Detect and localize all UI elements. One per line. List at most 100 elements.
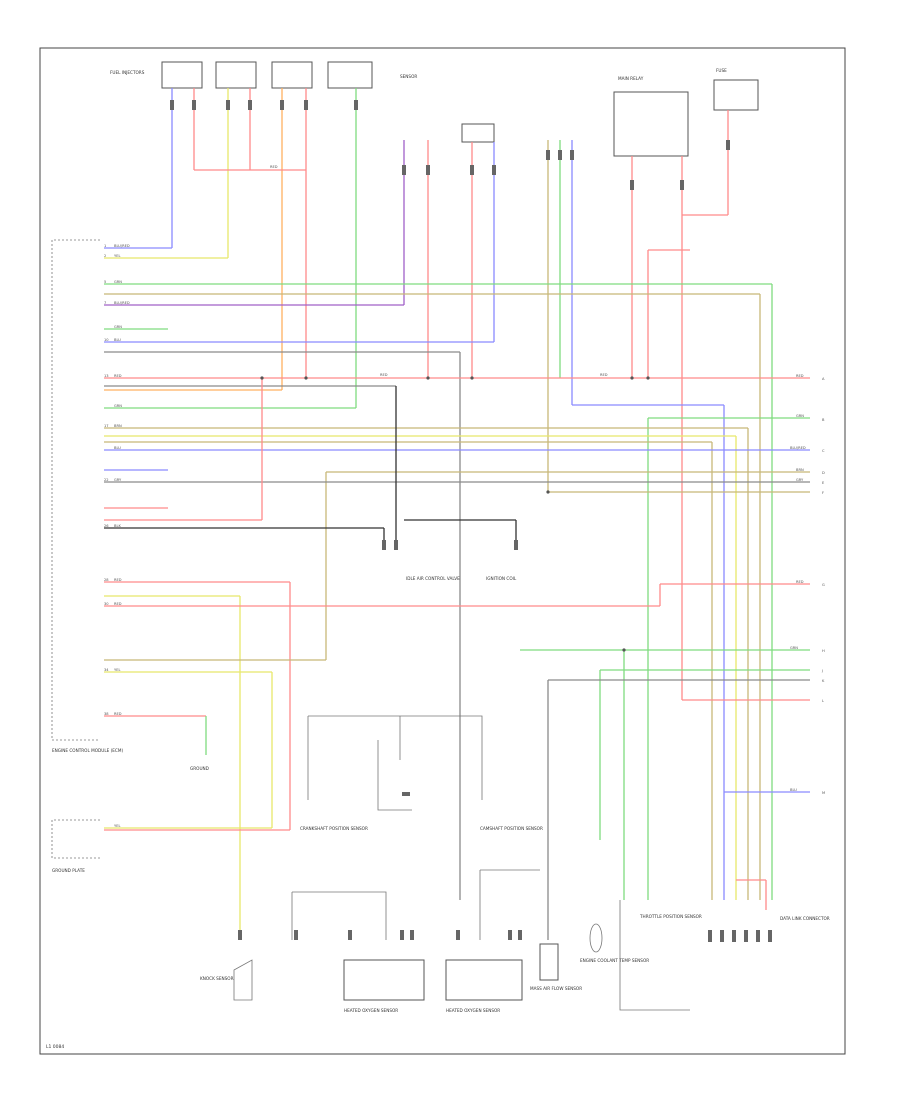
svg-text:34: 34 bbox=[104, 668, 109, 672]
ecm-label: ENGINE CONTROL MODULE (ECM) bbox=[52, 748, 123, 753]
svg-text:RED: RED bbox=[380, 373, 388, 377]
ground-label: GROUND bbox=[190, 766, 209, 771]
svg-text:J: J bbox=[821, 669, 823, 673]
bottom-components: HEATED OXYGEN SENSOR HEATED OXYGEN SENSO… bbox=[190, 576, 830, 1013]
svg-text:K: K bbox=[822, 679, 825, 683]
diagram-frame bbox=[39, 47, 846, 1055]
svg-text:BLU/RED: BLU/RED bbox=[790, 446, 806, 450]
svg-text:RED: RED bbox=[114, 374, 122, 378]
svg-text:7: 7 bbox=[104, 301, 106, 305]
injector-1 bbox=[161, 61, 203, 89]
svg-text:BLU: BLU bbox=[790, 788, 797, 792]
o2-left-label: HEATED OXYGEN SENSOR bbox=[344, 1008, 398, 1013]
coil-label: IGNITION COIL bbox=[486, 576, 517, 581]
svg-text:BLU: BLU bbox=[114, 338, 121, 342]
svg-text:13: 13 bbox=[104, 374, 109, 378]
svg-text:BLU/RED: BLU/RED bbox=[114, 301, 130, 305]
svg-text:L: L bbox=[822, 699, 824, 703]
svg-text:GRN: GRN bbox=[790, 646, 798, 650]
injector-4 bbox=[327, 61, 373, 89]
svg-text:RED: RED bbox=[796, 374, 804, 378]
svg-text:C: C bbox=[822, 449, 825, 453]
main-relay-box bbox=[613, 91, 689, 157]
svg-text:28: 28 bbox=[104, 578, 109, 582]
svg-text:GRN: GRN bbox=[114, 325, 122, 329]
svg-text:GRN: GRN bbox=[796, 414, 804, 418]
splice-points bbox=[260, 376, 650, 652]
data-link-connector bbox=[708, 930, 772, 942]
sensor-top-box bbox=[461, 123, 495, 143]
svg-text:5: 5 bbox=[104, 280, 106, 284]
fuse-label: FUSE bbox=[716, 68, 727, 73]
ecm-pin-numbers: 1 2 5 7 10 13 17 22 26 28 30 34 38 bbox=[104, 244, 109, 716]
svg-text:BRN: BRN bbox=[114, 424, 122, 428]
knock-sensor-shape bbox=[233, 959, 253, 1001]
svg-text:GRN: GRN bbox=[114, 280, 122, 284]
sensor-top-label: SENSOR bbox=[400, 74, 417, 79]
ground-plate-label: GROUND PLATE bbox=[52, 868, 85, 873]
svg-text:17: 17 bbox=[104, 424, 109, 428]
svg-text:YEL: YEL bbox=[114, 254, 120, 258]
data-link-label: DATA LINK CONNECTOR bbox=[780, 916, 830, 921]
svg-text:M: M bbox=[822, 791, 825, 795]
ecm-lower-wires bbox=[104, 581, 810, 940]
svg-text:RED: RED bbox=[796, 580, 804, 584]
svg-text:10: 10 bbox=[104, 338, 109, 342]
fuse-box bbox=[713, 79, 759, 111]
tp-label: THROTTLE POSITION SENSOR bbox=[639, 914, 702, 919]
svg-text:YEL: YEL bbox=[114, 668, 120, 672]
top-vertical-wires bbox=[171, 88, 729, 700]
svg-text:BLU/RED: BLU/RED bbox=[114, 244, 130, 248]
ect-label: ENGINE COOLANT TEMP SENSOR bbox=[580, 958, 649, 963]
svg-text:F: F bbox=[822, 491, 824, 495]
svg-text:22: 22 bbox=[104, 478, 109, 482]
main-relay-label: MAIN RELAY bbox=[618, 76, 644, 81]
svg-text:E: E bbox=[822, 481, 825, 485]
injector-3 bbox=[271, 61, 313, 89]
injector-group: FUEL INJECTORS bbox=[110, 61, 373, 89]
o2-right-label: HEATED OXYGEN SENSOR bbox=[446, 1008, 500, 1013]
injectors-label: FUEL INJECTORS bbox=[110, 70, 145, 75]
svg-text:GRY: GRY bbox=[114, 478, 122, 482]
svg-text:26: 26 bbox=[104, 524, 109, 528]
ecm-outline bbox=[51, 239, 100, 741]
right-pin-letters: A B C D E F G H J K L M bbox=[821, 377, 825, 795]
maf-label: MASS AIR FLOW SENSOR bbox=[530, 986, 582, 991]
crank-label: CRANKSHAFT POSITION SENSOR bbox=[300, 826, 368, 831]
svg-text:H: H bbox=[822, 649, 825, 653]
svg-text:1: 1 bbox=[104, 244, 106, 248]
o2-left-box bbox=[343, 959, 425, 1001]
iac-label: IDLE AIR CONTROL VALVE bbox=[406, 576, 460, 581]
relay-contact bbox=[402, 792, 410, 796]
wire-color-labels: BLU/RED YEL GRN BLU/RED GRN BLU RED GRN … bbox=[114, 165, 806, 828]
svg-text:RED: RED bbox=[270, 165, 278, 169]
svg-text:G: G bbox=[822, 583, 825, 587]
svg-text:B: B bbox=[822, 418, 825, 422]
svg-text:A: A bbox=[822, 377, 825, 381]
svg-text:30: 30 bbox=[104, 602, 109, 606]
svg-text:D: D bbox=[822, 471, 825, 475]
o2-right-box bbox=[445, 959, 523, 1001]
cam-label: CAMSHAFT POSITION SENSOR bbox=[480, 826, 543, 831]
ect-sensor bbox=[589, 923, 603, 953]
ecm-horizontal-wires bbox=[104, 247, 810, 900]
injector-2 bbox=[215, 61, 257, 89]
svg-text:YEL: YEL bbox=[114, 824, 120, 828]
knock-label: KNOCK SENSOR bbox=[200, 976, 234, 981]
ecm-lower-outline bbox=[51, 819, 100, 859]
svg-text:BLU: BLU bbox=[114, 446, 121, 450]
footer-code: L1 0084 bbox=[46, 1044, 64, 1050]
svg-text:RED: RED bbox=[114, 602, 122, 606]
inline-connectors bbox=[170, 100, 730, 940]
svg-text:2: 2 bbox=[104, 254, 106, 258]
svg-text:RED: RED bbox=[114, 712, 122, 716]
svg-text:GRN: GRN bbox=[114, 404, 122, 408]
svg-text:RED: RED bbox=[600, 373, 608, 377]
middle-relay bbox=[307, 715, 483, 811]
svg-text:RED: RED bbox=[114, 578, 122, 582]
svg-text:BLK: BLK bbox=[114, 524, 121, 528]
maf-box bbox=[539, 943, 559, 981]
svg-text:BRN: BRN bbox=[796, 468, 804, 472]
svg-text:GRY: GRY bbox=[796, 478, 804, 482]
